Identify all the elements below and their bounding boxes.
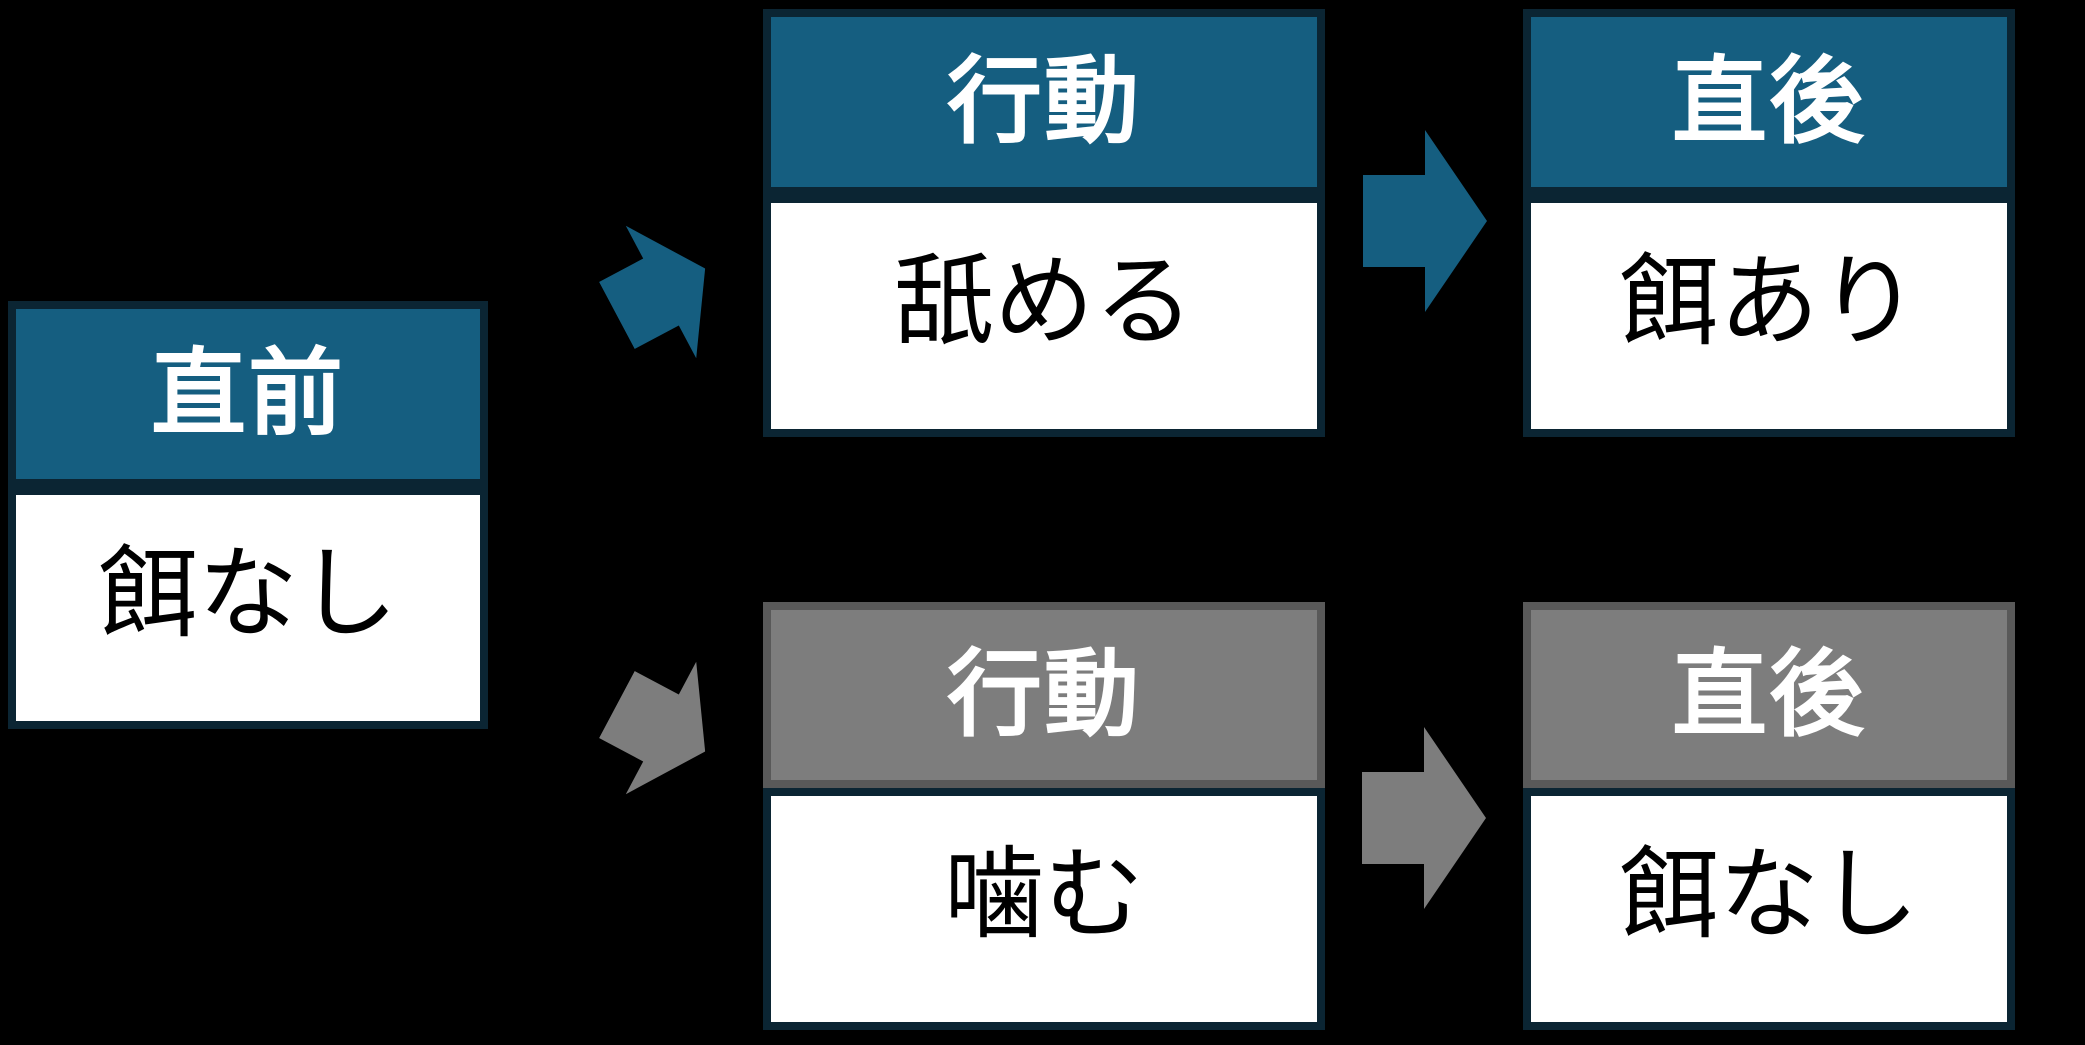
block-arrow-right-icon [1363,130,1487,312]
block-arrow-down-right-icon [582,638,741,817]
behavior-top-box: 行動 舐める [763,9,1325,437]
behavior-bottom-body: 噛む [763,788,1325,1030]
consequence-top-header-label: 直後 [1671,48,1866,155]
consequence-bottom-header: 直後 [1523,602,2015,788]
behavior-top-body-label: 舐める [894,243,1194,360]
consequence-top-body: 餌あり [1523,195,2015,437]
block-arrow-up-right-icon [582,202,741,381]
block-arrow-right-icon [1362,727,1486,909]
behavior-top-body: 舐める [763,195,1325,437]
behavior-bottom-header-label: 行動 [946,641,1141,748]
antecedent-body-label: 餌なし [98,535,398,652]
antecedent-header: 直前 [8,301,488,487]
antecedent-header-label: 直前 [150,340,345,447]
antecedent-body: 餌なし [8,487,488,729]
consequence-bottom-header-label: 直後 [1671,641,1866,748]
behavior-top-header: 行動 [763,9,1325,195]
behavior-top-header-label: 行動 [946,48,1141,155]
behavior-bottom-header: 行動 [763,602,1325,788]
consequence-top-box: 直後 餌あり [1523,9,2015,437]
consequence-bottom-body-label: 餌なし [1619,836,1919,953]
behavior-bottom-body-label: 噛む [944,836,1144,953]
consequence-top-header: 直後 [1523,9,2015,195]
behavior-bottom-box: 行動 噛む [763,602,1325,1030]
consequence-bottom-body: 餌なし [1523,788,2015,1030]
antecedent-box: 直前 餌なし [8,301,488,729]
consequence-top-body-label: 餌あり [1619,243,1919,360]
consequence-bottom-box: 直後 餌なし [1523,602,2015,1030]
